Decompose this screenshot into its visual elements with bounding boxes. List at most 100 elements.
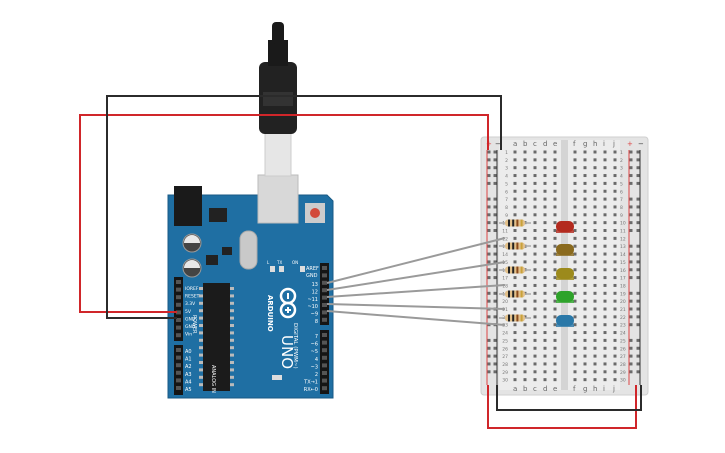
breadboard-hole[interactable] [573,315,577,319]
breadboard-hole[interactable] [543,252,547,256]
breadboard-hole[interactable] [583,354,587,358]
breadboard-hole[interactable] [543,378,547,382]
breadboard-hole[interactable] [613,221,617,225]
breadboard-hole[interactable] [603,197,607,201]
breadboard-hole[interactable] [543,323,547,327]
breadboard-hole[interactable] [583,221,587,225]
breadboard-hole[interactable] [613,283,617,287]
breadboard-hole[interactable] [573,236,577,240]
breadboard-hole[interactable] [603,338,607,342]
rail-hole[interactable] [629,244,633,248]
breadboard-hole[interactable] [553,299,557,303]
wire-5v-to-plus-rail[interactable] [79,114,489,313]
rail-hole[interactable] [487,346,491,350]
breadboard-hole[interactable] [593,268,597,272]
breadboard-hole[interactable] [523,213,527,217]
rail-hole[interactable] [493,252,497,256]
breadboard-hole[interactable] [603,221,607,225]
breadboard-hole[interactable] [593,338,597,342]
breadboard-hole[interactable] [593,299,597,303]
breadboard-hole[interactable] [583,197,587,201]
breadboard-hole[interactable] [603,299,607,303]
rail-hole[interactable] [487,338,491,342]
breadboard-hole[interactable] [603,276,607,280]
rail-hole[interactable] [629,362,633,366]
breadboard-hole[interactable] [573,362,577,366]
breadboard-hole[interactable] [603,283,607,287]
breadboard-hole[interactable] [613,197,617,201]
breadboard-hole[interactable] [583,346,587,350]
breadboard-hole[interactable] [603,362,607,366]
breadboard-hole[interactable] [573,174,577,178]
breadboard-hole[interactable] [533,174,537,178]
breadboard-hole[interactable] [583,378,587,382]
breadboard-hole[interactable] [603,331,607,335]
rail-hole[interactable] [629,174,633,178]
rail-hole[interactable] [629,346,633,350]
breadboard-hole[interactable] [543,299,547,303]
rail-hole[interactable] [636,166,640,170]
breadboard-hole[interactable] [513,338,517,342]
breadboard-hole[interactable] [553,197,557,201]
breadboard-hole[interactable] [513,299,517,303]
breadboard-hole[interactable] [593,291,597,295]
breadboard-hole[interactable] [603,181,607,185]
rail-hole[interactable] [487,354,491,358]
breadboard-hole[interactable] [593,181,597,185]
breadboard-hole[interactable] [603,166,607,170]
breadboard-hole[interactable] [613,338,617,342]
breadboard-hole[interactable] [523,158,527,162]
breadboard-hole[interactable] [523,354,527,358]
breadboard-hole[interactable] [573,197,577,201]
led-red[interactable] [556,221,574,233]
wire-pin12[interactable] [326,261,506,291]
breadboard-hole[interactable] [523,346,527,350]
breadboard-hole[interactable] [523,189,527,193]
breadboard-hole[interactable] [613,260,617,264]
wire-pin11[interactable] [326,284,506,298]
breadboard-hole[interactable] [583,370,587,374]
breadboard-hole[interactable] [583,323,587,327]
breadboard-hole[interactable] [523,378,527,382]
rail-hole[interactable] [487,181,491,185]
breadboard-hole[interactable] [513,323,517,327]
breadboard-hole[interactable] [613,291,617,295]
breadboard-hole[interactable] [513,307,517,311]
breadboard-hole[interactable] [553,331,557,335]
breadboard-hole[interactable] [613,276,617,280]
breadboard-hole[interactable] [573,221,577,225]
breadboard-hole[interactable] [583,166,587,170]
breadboard-hole[interactable] [553,346,557,350]
breadboard-hole[interactable] [553,354,557,358]
breadboard-hole[interactable] [533,181,537,185]
rail-hole[interactable] [487,197,491,201]
rail-hole[interactable] [487,166,491,170]
breadboard-hole[interactable] [543,158,547,162]
breadboard-hole[interactable] [613,362,617,366]
wire-minus-rail-bridge[interactable] [496,385,642,411]
breadboard-hole[interactable] [543,291,547,295]
breadboard-hole[interactable] [583,181,587,185]
breadboard-hole[interactable] [543,174,547,178]
rail-hole[interactable] [487,276,491,280]
breadboard-hole[interactable] [533,229,537,232]
breadboard-hole[interactable] [533,197,537,201]
breadboard-hole[interactable] [593,362,597,366]
breadboard-hole[interactable] [613,354,617,358]
wire-plus-rail-bridge[interactable] [487,385,637,429]
rail-hole[interactable] [629,276,633,280]
breadboard-hole[interactable] [613,252,617,256]
rail-hole[interactable] [629,338,633,342]
wire-gnd-to-minus-rail[interactable] [106,95,502,319]
rail-hole[interactable] [487,268,491,272]
breadboard-hole[interactable] [553,166,557,170]
breadboard-hole[interactable] [613,370,617,374]
breadboard-hole[interactable] [553,260,557,264]
rail-hole[interactable] [493,205,497,209]
breadboard-hole[interactable] [593,244,597,248]
breadboard-hole[interactable] [523,150,527,154]
led-brown[interactable] [556,244,574,256]
rail-hole[interactable] [636,213,640,217]
breadboard-hole[interactable] [553,268,557,272]
breadboard-hole[interactable] [533,346,537,350]
